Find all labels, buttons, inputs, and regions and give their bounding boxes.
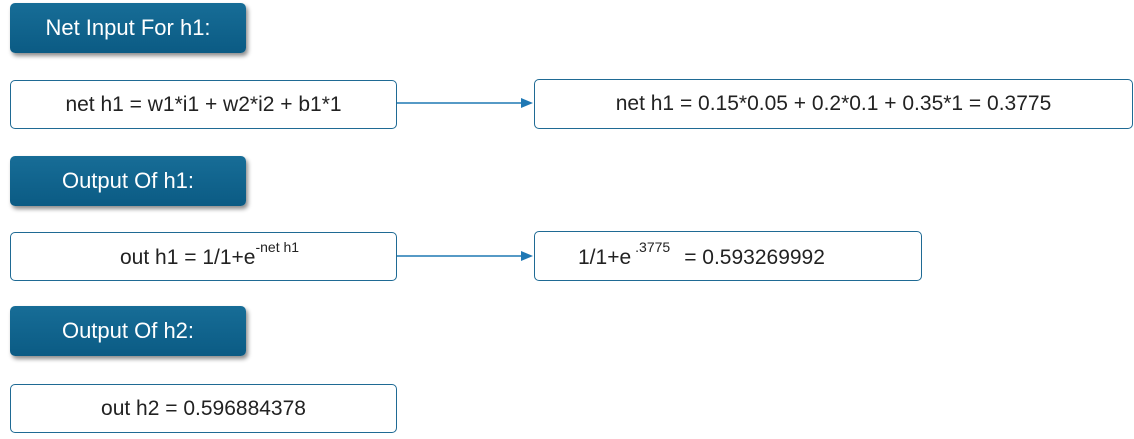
output-h2-formula-box: out h2 = 0.596884378: [10, 384, 397, 433]
output-h1-result: 1/1+e.3775 = 0.593269992: [578, 239, 825, 270]
net-input-result-box: net h1 = 0.15*0.05 + 0.2*0.1 + 0.35*1 = …: [534, 79, 1133, 129]
header-output-h2: Output Of h2:: [10, 306, 246, 356]
output-h1-result-exponent: .3775: [635, 238, 671, 255]
arrow-output-h1: [397, 251, 533, 261]
net-input-formula-box: net h1 = w1*i1 + w2*i2 + b1*1: [10, 80, 397, 129]
output-h1-result-value: = 0.593269992: [684, 245, 825, 269]
net-input-formula: net h1 = w1*i1 + w2*i2 + b1*1: [65, 92, 342, 116]
arrow-net-input: [397, 98, 533, 108]
header-output-h1: Output Of h1:: [10, 156, 246, 206]
output-h1-formula-exponent: -net h1: [255, 239, 300, 255]
output-h1-formula: out h1 = 1/1+e-net h1: [120, 239, 299, 270]
output-h1-result-base: 1/1+e: [578, 245, 632, 269]
header-label: Output Of h2:: [61, 318, 195, 343]
output-h2-formula: out h2 = 0.596884378: [101, 396, 306, 420]
header-label: Output Of h1:: [61, 168, 195, 193]
output-h1-formula-box: out h1 = 1/1+e-net h1: [10, 232, 397, 281]
output-h1-result-box: 1/1+e.3775 = 0.593269992: [534, 231, 922, 281]
output-h1-formula-base: out h1 = 1/1+e: [120, 246, 256, 269]
header-net-input-h1: Net Input For h1:: [10, 3, 246, 53]
header-label: Net Input For h1:: [45, 15, 211, 40]
net-input-result: net h1 = 0.15*0.05 + 0.2*0.1 + 0.35*1 = …: [615, 92, 1052, 115]
